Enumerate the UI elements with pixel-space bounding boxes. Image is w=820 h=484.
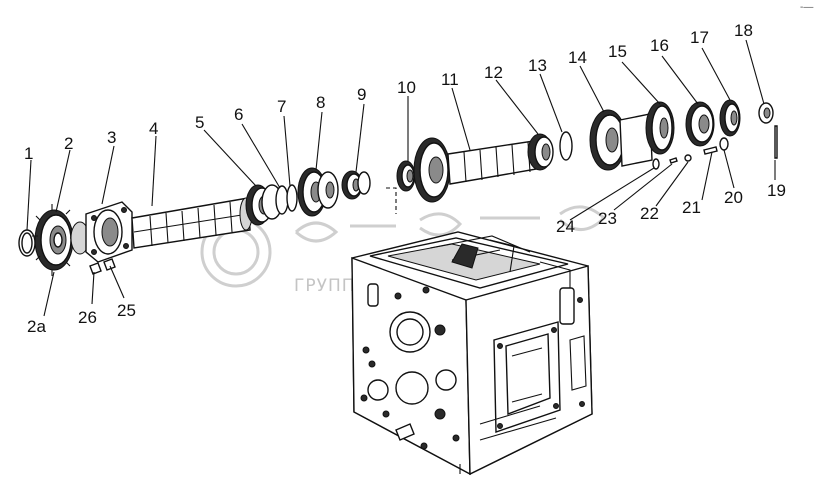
callout-17: 17 <box>690 28 709 47</box>
part-15-synchronizer <box>645 101 675 155</box>
part-14-gear <box>589 109 653 171</box>
part-7-snap-ring <box>286 184 298 212</box>
gearbox-housing <box>351 231 593 476</box>
callout-22: 22 <box>640 204 659 223</box>
callout-24: 24 <box>556 217 575 236</box>
callout-9: 9 <box>357 85 366 104</box>
callout-6: 6 <box>234 105 243 124</box>
part-10-bearing <box>396 160 416 192</box>
callout-10: 10 <box>397 78 416 97</box>
part-24-washer <box>652 158 660 170</box>
corner-mark: -— <box>800 2 813 13</box>
part-6-spacer <box>275 185 289 215</box>
part-25-bolt <box>103 258 116 271</box>
part-22-ball <box>684 154 692 162</box>
part-9-bearing <box>341 170 371 200</box>
part-8-gear <box>297 167 339 217</box>
callout-26: 26 <box>78 308 97 327</box>
callout-14: 14 <box>568 48 587 67</box>
callout-4: 4 <box>149 119 158 138</box>
callout-11: 11 <box>441 70 459 89</box>
callout-21: 21 <box>682 198 701 217</box>
callout-5: 5 <box>195 113 204 132</box>
callout-12: 12 <box>484 63 503 82</box>
leader-lines <box>26 39 776 317</box>
part-18-nut <box>758 102 774 124</box>
callout-15: 15 <box>608 42 627 61</box>
assembly-centerline <box>386 187 397 214</box>
part-2-gear <box>32 204 90 276</box>
callout-23: 23 <box>598 209 617 228</box>
part-1-snap-ring <box>18 229 36 257</box>
callout-20: 20 <box>724 188 743 207</box>
part-16-gear <box>685 101 715 147</box>
callout-16: 16 <box>650 36 669 55</box>
part-3-bearing-cover <box>85 201 133 263</box>
part-17-hub <box>719 99 741 137</box>
callout-19: 19 <box>767 181 786 200</box>
callout-3: 3 <box>107 128 116 147</box>
callout-2: 2 <box>64 134 73 153</box>
callout-25: 25 <box>117 301 136 320</box>
callout-18: 18 <box>734 21 753 40</box>
part-21-key <box>703 146 718 155</box>
callout-2a: 2a <box>27 317 46 336</box>
part-12-bearing <box>527 133 554 171</box>
part-11-countershaft-gear <box>413 137 543 203</box>
callout-7: 7 <box>277 97 286 116</box>
part-5-bearing <box>245 184 283 226</box>
part-26-bolt <box>89 262 102 275</box>
callout-1: 1 <box>24 144 33 163</box>
part-19-bolt <box>774 125 778 159</box>
part-13-ring <box>559 131 573 161</box>
part-23-spring <box>669 157 678 164</box>
callout-8: 8 <box>316 93 325 112</box>
callout-labels: 1 2 3 4 5 6 7 8 9 10 11 12 13 14 15 16 1… <box>24 21 786 336</box>
callout-13: 13 <box>528 56 547 75</box>
part-20-washer <box>719 137 729 151</box>
part-4-shaft <box>131 197 253 249</box>
